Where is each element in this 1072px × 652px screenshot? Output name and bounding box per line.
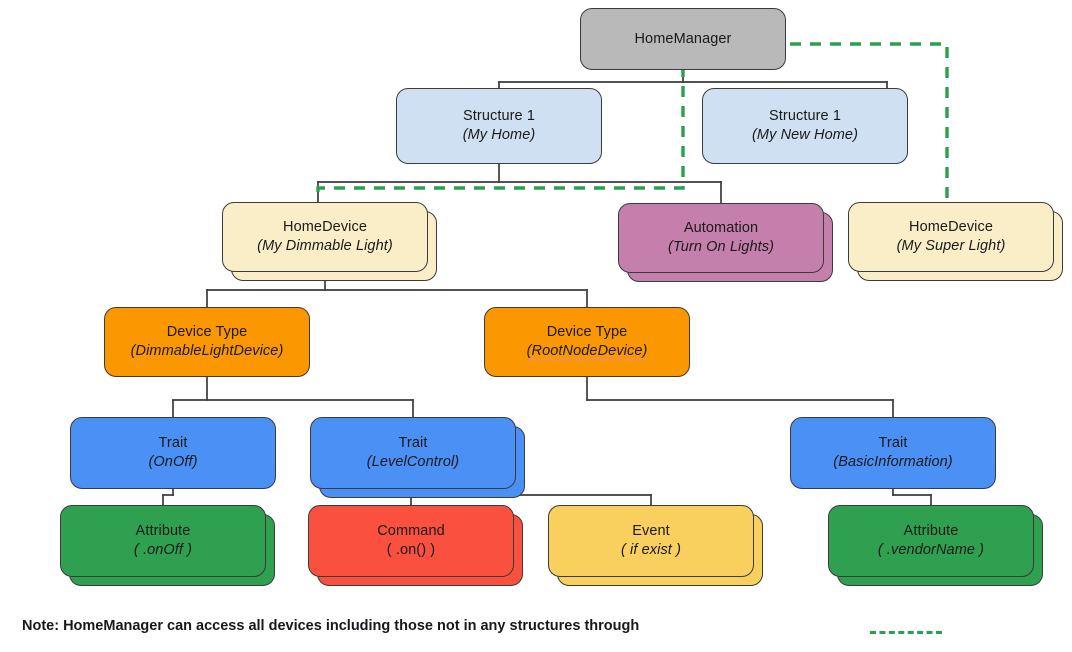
node-automation[interactable]: Automation (Turn On Lights) <box>618 203 824 273</box>
node-label-secondary: (DimmableLightDevice) <box>130 343 284 359</box>
node-trait-onoff[interactable]: Trait (OnOff) <box>70 417 276 489</box>
node-label-primary: Automation <box>683 220 759 237</box>
node-label-secondary: (My Super Light) <box>896 238 1006 254</box>
node-label-primary: Device Type <box>546 324 628 341</box>
node-label-secondary: (LevelControl) <box>366 454 460 470</box>
node-label-secondary: (My Dimmable Light) <box>257 238 393 254</box>
node-label-primary: Trait <box>878 435 908 452</box>
node-label-primary: HomeManager <box>634 30 732 47</box>
node-label-primary: Trait <box>158 435 188 452</box>
node-label-primary: Structure 1 <box>768 108 842 125</box>
node-label-secondary: (My Home) <box>462 127 536 143</box>
node-label-secondary: ( if exist ) <box>620 542 681 558</box>
node-home-manager[interactable]: HomeManager <box>580 8 786 70</box>
node-attribute-onoff[interactable]: Attribute ( .onOff ) <box>60 505 266 577</box>
footnote-legend-dash-icon <box>870 631 942 634</box>
node-label-primary: Attribute <box>903 523 959 540</box>
node-label-primary: HomeDevice <box>909 219 993 236</box>
node-label-primary: Attribute <box>135 523 191 540</box>
node-label-secondary: ( .onOff ) <box>133 542 193 558</box>
node-label-secondary: (My New Home) <box>751 127 859 143</box>
node-label-secondary: (RootNodeDevice) <box>527 342 648 361</box>
node-label-primary: Event <box>632 523 670 540</box>
node-structure-my-home[interactable]: Structure 1 (My Home) <box>396 88 602 164</box>
node-label-primary: Device Type <box>166 324 248 341</box>
node-device-dimmable[interactable]: HomeDevice (My Dimmable Light) <box>222 202 428 272</box>
node-label-primary: Trait <box>398 435 428 452</box>
node-command-on[interactable]: Command ( .on() ) <box>308 505 514 577</box>
node-label-secondary: (Turn On Lights) <box>667 239 775 255</box>
node-trait-levelcontrol[interactable]: Trait (LevelControl) <box>310 417 516 489</box>
node-label-secondary: (OnOff) <box>148 454 198 470</box>
node-label-primary: Command <box>377 523 445 540</box>
node-devtype-rootnode[interactable]: Device Type (RootNodeDevice) <box>484 307 690 377</box>
node-label-secondary: ( .on() ) <box>386 542 436 558</box>
footnote-text: Note: HomeManager can access all devices… <box>22 618 640 634</box>
node-event-if-exist[interactable]: Event ( if exist ) <box>548 505 754 577</box>
node-attribute-vendorname[interactable]: Attribute ( .vendorName ) <box>828 505 1034 577</box>
node-structure-my-new-home[interactable]: Structure 1 (My New Home) <box>702 88 908 164</box>
node-device-super[interactable]: HomeDevice (My Super Light) <box>848 202 1054 272</box>
node-label-primary: Structure 1 <box>462 108 536 125</box>
spellcheck-underline: (RootNodeDevice) <box>526 343 648 359</box>
node-label-secondary: ( .vendorName ) <box>877 542 985 558</box>
node-devtype-dimmable[interactable]: Device Type (DimmableLightDevice) <box>104 307 310 377</box>
node-label-secondary: (BasicInformation) <box>833 454 953 470</box>
node-label-primary: HomeDevice <box>283 219 367 236</box>
node-trait-basicinfo[interactable]: Trait (BasicInformation) <box>790 417 996 489</box>
